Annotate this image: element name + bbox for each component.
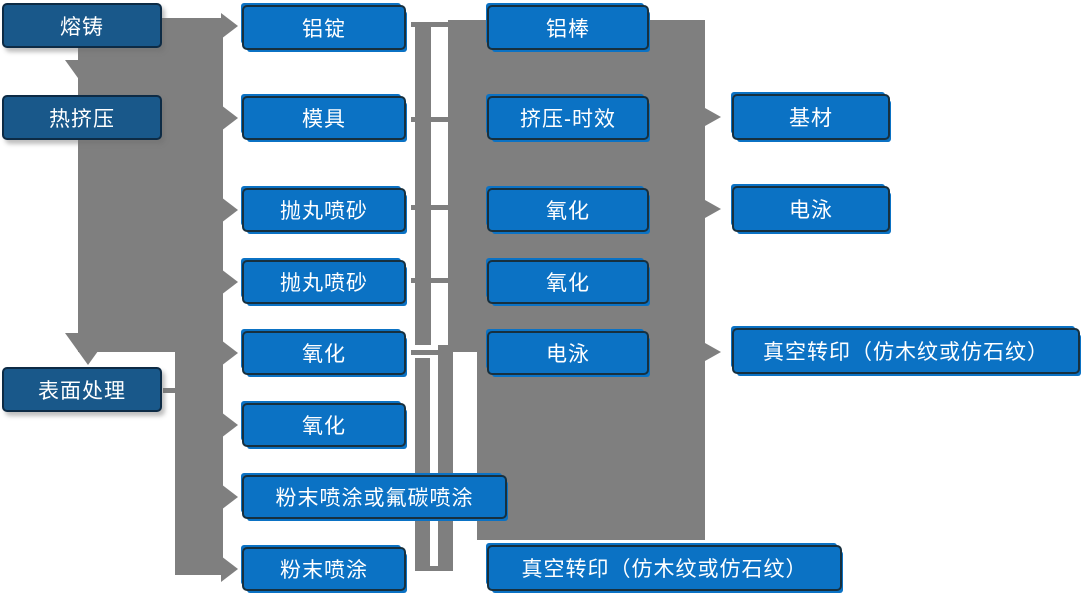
arrow-right-icon	[221, 13, 238, 39]
connector-bar-middle-upper	[415, 22, 431, 345]
node-powder-or-fluorocarbon-spraying: 粉末喷涂或氟碳喷涂	[242, 475, 507, 519]
node-extrusion-aging: 挤压-时效	[487, 96, 649, 140]
connector-link	[411, 117, 450, 122]
arrow-right-icon	[705, 108, 721, 126]
arrow-down-icon	[65, 333, 111, 365]
connector-strip-a	[415, 358, 430, 571]
connector-link	[411, 22, 450, 27]
connector-link-bottom	[415, 566, 453, 571]
node-powder-spraying: 粉末喷涂	[242, 547, 406, 591]
arrow-right-icon	[221, 556, 238, 582]
arrow-right-icon	[221, 484, 238, 510]
connector-strip-b	[438, 345, 453, 571]
node-mold: 模具	[242, 96, 406, 140]
node-base-material: 基材	[732, 94, 890, 140]
connector-band-left-narrow	[175, 352, 223, 575]
node-aluminum-ingot: 铝锭	[242, 5, 406, 50]
connector-link	[411, 350, 450, 355]
node-oxidation: 氧化	[242, 403, 406, 447]
node-hot-extrusion: 热挤压	[2, 95, 162, 140]
arrow-right-icon	[221, 412, 238, 438]
connector-block-lower	[477, 352, 705, 540]
arrow-right-icon	[221, 340, 238, 366]
node-surface-treatment: 表面处理	[2, 367, 162, 412]
node-electrophoresis: 电泳	[487, 331, 649, 375]
node-aluminum-rod: 铝棒	[487, 5, 649, 50]
connector-link	[411, 278, 450, 283]
node-oxidation: 氧化	[242, 331, 406, 375]
arrow-right-icon	[705, 200, 721, 218]
node-shot-blasting-sandblasting: 抛丸喷砂	[242, 260, 406, 304]
node-shot-blasting-sandblasting: 抛丸喷砂	[242, 188, 406, 232]
arrow-right-icon	[221, 269, 238, 295]
node-oxidation: 氧化	[487, 260, 649, 304]
connector-surface-treatment-link	[163, 388, 177, 393]
node-vacuum-transfer-printing: 真空转印（仿木纹或仿石纹）	[487, 545, 842, 591]
node-electrophoresis: 电泳	[732, 186, 890, 232]
node-melting-casting: 熔铸	[2, 3, 162, 48]
arrow-right-icon	[221, 105, 238, 131]
node-oxidation: 氧化	[487, 188, 649, 232]
node-vacuum-transfer-printing: 真空转印（仿木纹或仿石纹）	[732, 328, 1080, 374]
arrow-down-icon	[65, 60, 111, 92]
arrow-right-icon	[221, 197, 238, 223]
arrow-right-icon	[705, 343, 721, 361]
connector-link	[411, 205, 450, 210]
